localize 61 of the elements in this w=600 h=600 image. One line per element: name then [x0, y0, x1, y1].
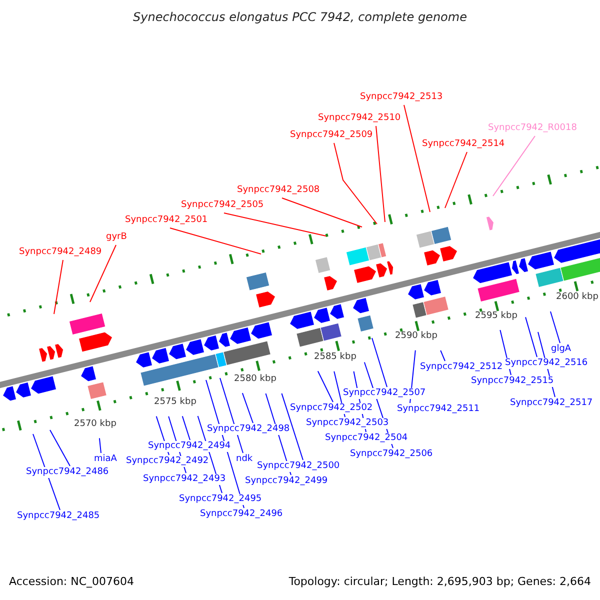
gene-label: Synpcc7942_2508: [237, 185, 320, 196]
leader-line: [444, 152, 468, 208]
leader-line: [317, 370, 334, 402]
gene-label: Synpcc7942_2506: [350, 449, 433, 460]
gene-label: Synpcc7942_2495: [179, 494, 262, 505]
gene-label: Synpcc7942_2511: [397, 404, 480, 415]
leader-line: [372, 338, 388, 388]
leader-line: [404, 104, 430, 212]
leader-line: [242, 392, 254, 424]
leader-line: [550, 310, 560, 344]
accession-text: Accession: NC_007604: [9, 575, 134, 588]
gene-label: Synpcc7942_2505: [181, 200, 264, 211]
gene-label: Synpcc7942_2492: [126, 456, 209, 467]
gene-label: Synpcc7942_2512: [420, 362, 503, 373]
gene-label: Synpcc7942_2493: [143, 474, 226, 485]
gene-label: Synpcc7942_2513: [360, 92, 443, 103]
gene-label: Synpcc7942_2507: [343, 388, 426, 399]
leader-line: [54, 260, 64, 314]
gene-label: Synpcc7942_R0018: [488, 123, 577, 134]
leader-line: [376, 126, 386, 222]
leader-line: [282, 198, 362, 228]
gene-label: Synpcc7942_2494: [148, 441, 231, 452]
gene-label: Synpcc7942_2515: [471, 376, 554, 387]
gene-label: Synpcc7942_2489: [19, 247, 102, 258]
leader-line: [525, 316, 538, 358]
leader-line: [334, 142, 378, 224]
gene-label: Synpcc7942_2503: [306, 418, 389, 429]
leader-line: [170, 228, 262, 254]
scale-label: 2575 kbp: [154, 397, 196, 408]
gene-label: Synpcc7942_2486: [26, 467, 109, 478]
leader-line: [50, 430, 70, 466]
scale-label: 2595 kbp: [475, 311, 518, 322]
genome-info-text: Topology: circular; Length: 2,695,903 bp; Genes: 2,664: [288, 575, 591, 588]
gene-label: Synpcc7942_2496: [200, 509, 283, 520]
scale-label: 2585 kbp: [314, 352, 356, 363]
scale-label: 2580 kbp: [234, 374, 276, 385]
leader-line: [90, 244, 116, 302]
gene-label: glgA: [551, 344, 572, 355]
gene-label: Synpcc7942_2509: [290, 130, 373, 141]
title: Synechococcus elongatus PCC 7942, complete genome: [132, 10, 468, 24]
leader-line: [492, 136, 536, 196]
gene-label: gyrB: [106, 232, 127, 243]
gene-label: Synpcc7942_2504: [325, 433, 408, 444]
gene-label: Synpcc7942_2514: [422, 139, 505, 150]
gene-label: Synpcc7942_2501: [125, 215, 208, 226]
gene-label: Synpcc7942_2498: [207, 424, 290, 435]
leader-line: [281, 392, 304, 460]
gene-label: Synpcc7942_2500: [257, 461, 340, 472]
gene-label: Synpcc7942_2499: [245, 476, 328, 487]
gene-label: Synpcc7942_2502: [290, 403, 373, 414]
leader-line: [182, 416, 190, 440]
scale-label: 2590 kbp: [395, 331, 438, 342]
gene-label: Synpcc7942_2516: [505, 358, 588, 369]
scale-label: 2570 kbp: [74, 419, 116, 430]
gene-label: Synpcc7942_2517: [510, 398, 593, 409]
leader-line: [440, 350, 446, 362]
leader-line: [224, 212, 326, 236]
scale-label: 2600 kbp: [556, 292, 598, 303]
leader-line: [98, 438, 102, 454]
gene-label: Synpcc7942_2510: [318, 113, 401, 124]
gene-label: Synpcc7942_2485: [17, 511, 100, 522]
